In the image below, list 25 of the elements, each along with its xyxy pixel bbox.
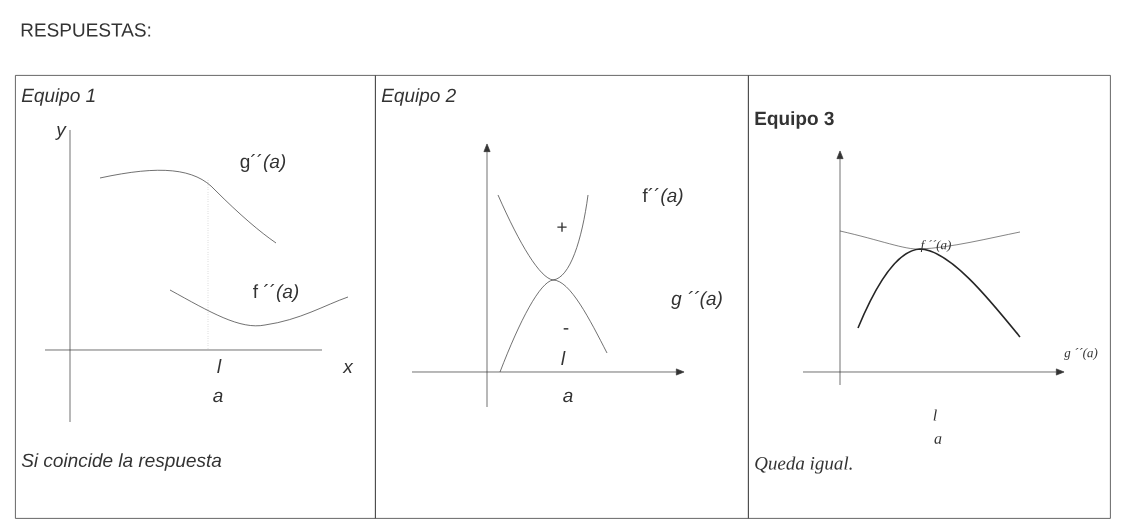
curve-label: f ´´(a) bbox=[253, 284, 299, 302]
curve-label: g´´(a) bbox=[240, 154, 286, 172]
sign-label: + bbox=[557, 222, 567, 232]
curve-label: g ´´(a) bbox=[1064, 348, 1098, 360]
answer-text: Queda igual. bbox=[755, 456, 852, 474]
heading: RESPUESTAS: bbox=[21, 23, 151, 37]
axis-label: x bbox=[342, 363, 354, 373]
curve-label: g ´´(a) bbox=[671, 291, 722, 309]
answer-text: Si coincide la respuesta bbox=[21, 453, 222, 471]
panel-heading: Equipo 3 bbox=[755, 111, 834, 129]
panel-box bbox=[748, 75, 1111, 519]
curve-label: f ´´(a) bbox=[920, 240, 951, 252]
axis-label: y bbox=[55, 126, 67, 140]
tick-mark: l bbox=[933, 409, 937, 421]
panel-heading: Equipo 1 bbox=[21, 88, 95, 106]
tick-mark: l bbox=[561, 351, 566, 365]
tick-label: a bbox=[934, 436, 942, 444]
tick-mark: l bbox=[217, 359, 222, 373]
panel-heading: Equipo 2 bbox=[381, 88, 456, 106]
sign-label: - bbox=[563, 328, 569, 330]
tick-label: a bbox=[213, 391, 223, 403]
tick-label: a bbox=[563, 391, 573, 403]
panel-box bbox=[15, 75, 376, 519]
curve-label: f´´(a) bbox=[642, 188, 683, 206]
panel-box bbox=[375, 75, 749, 519]
